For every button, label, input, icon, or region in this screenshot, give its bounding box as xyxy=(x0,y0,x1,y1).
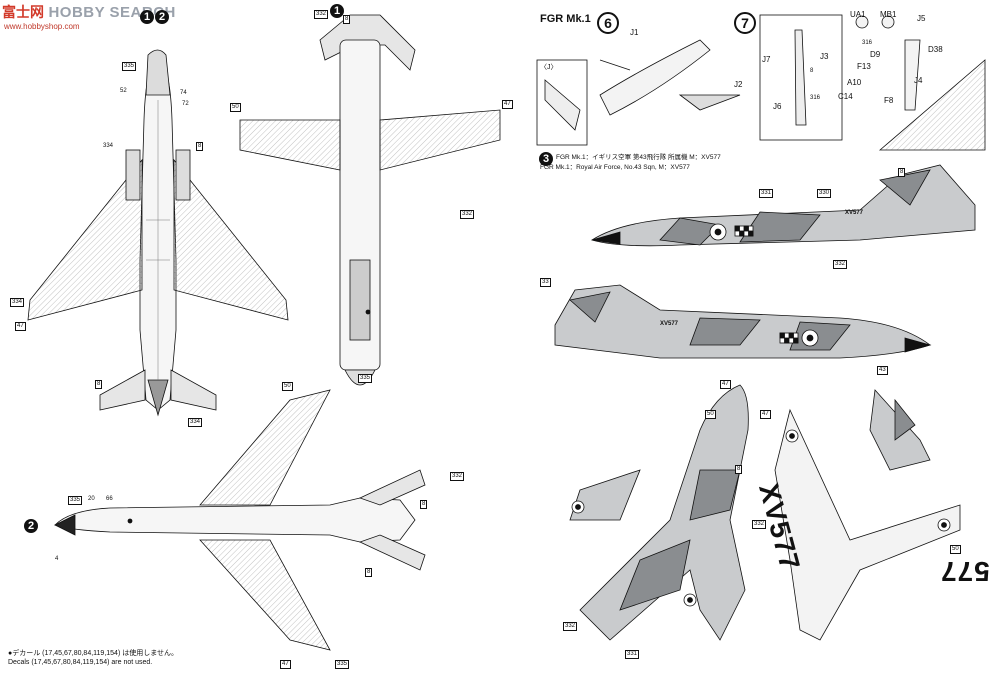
part-f13: F13 xyxy=(857,62,871,71)
callout: 335 xyxy=(358,374,373,383)
callout: 332 xyxy=(752,520,767,529)
callout: 47 xyxy=(720,380,731,389)
part-316: 316 xyxy=(810,95,821,101)
part-316a: 316 xyxy=(862,40,873,46)
callout: 8 xyxy=(95,380,103,389)
serial-side-2: XV577 xyxy=(660,321,679,327)
part-d38: D38 xyxy=(928,45,943,54)
part-ua1: UA1 xyxy=(850,10,866,19)
callout: 20 xyxy=(88,496,95,502)
callout: 74 xyxy=(180,90,187,96)
callout: 47 xyxy=(15,322,26,331)
step-1-marker-top: 1 xyxy=(330,4,344,18)
step-6-marker: 6 xyxy=(597,12,619,34)
callout: 330 xyxy=(817,189,832,198)
callout: 332 xyxy=(450,472,465,481)
plan-view-lower xyxy=(239,14,501,386)
part-c14: C14 xyxy=(838,92,853,101)
part-8: 8 xyxy=(810,68,814,74)
part-f8: F8 xyxy=(884,96,894,105)
plan-view-bottom-left xyxy=(54,389,426,651)
plan-view-upper xyxy=(27,49,289,417)
callout: 331 xyxy=(759,189,774,198)
callout: 332 xyxy=(314,10,329,19)
cockpit-detail xyxy=(855,15,986,151)
callout: 332 xyxy=(460,210,475,219)
part-j3: J3 xyxy=(820,52,829,61)
step-1-2-markers: 1 2 xyxy=(140,10,169,24)
watermark-url: www.hobbyshop.com xyxy=(4,22,80,31)
callout: 335 xyxy=(68,496,83,505)
part-j1: J1 xyxy=(630,28,639,37)
step-6-artwork xyxy=(599,39,741,116)
callout: 52 xyxy=(120,88,127,94)
step-7-artwork xyxy=(759,14,843,141)
callout: 50 xyxy=(282,382,293,391)
camo-plan-lower xyxy=(774,389,961,641)
part-a10: A10 xyxy=(847,78,862,87)
callout: 47 xyxy=(502,100,513,109)
callout: 8 xyxy=(343,15,351,24)
callout: 335 xyxy=(335,660,350,669)
callout: 8 xyxy=(365,568,373,577)
callout: 47 xyxy=(760,410,771,419)
callout: 334 xyxy=(10,298,25,307)
callout: 50 xyxy=(705,410,716,419)
step-1-marker: 1 xyxy=(140,10,154,24)
page-title: FGR Mk.1 xyxy=(540,13,591,25)
callout: 331 xyxy=(625,650,640,659)
part-j4: J4 xyxy=(914,76,923,85)
callout: 332 xyxy=(833,260,848,269)
decal-note-en: Decals (17,45,67,80,84,119,154) are not … xyxy=(8,659,153,666)
part-j7: J7 xyxy=(762,55,771,64)
detail-j-label: 〈J〉 xyxy=(540,64,558,71)
callout: 47 xyxy=(280,660,291,669)
callout: 50 xyxy=(950,545,961,554)
step-7-marker: 7 xyxy=(734,12,756,34)
callout: 50 xyxy=(230,103,241,112)
caption-jp: FGR Mk.1：イギリス空軍 第43飛行隊 所属機 M：XV577 xyxy=(556,154,721,161)
callout: 72 xyxy=(182,101,189,107)
callout: 8 xyxy=(898,168,906,177)
step-2-marker: 2 xyxy=(155,10,169,24)
part-d9: D9 xyxy=(870,50,881,59)
caption-en: FGR Mk.1：Royal Air Force, No.43 Sqn, M：X… xyxy=(540,164,690,171)
camo-plan-upper xyxy=(569,384,749,641)
callout: 66 xyxy=(106,496,113,502)
detail-j-box xyxy=(536,59,588,146)
watermark-cn: 富士网 xyxy=(2,5,44,21)
callout: 8 xyxy=(196,142,204,151)
part-j2: J2 xyxy=(734,80,743,89)
callout: 43 xyxy=(877,366,888,375)
part-mb1: MB1 xyxy=(880,10,897,19)
step-3-marker: 3 xyxy=(539,152,553,166)
decal-note-jp: ●デカール (17,45,67,80,84,119,154) は使用しません。 xyxy=(8,650,179,657)
serial-wing-2: XV577 xyxy=(940,556,990,587)
callout: 332 xyxy=(563,622,578,631)
step-2-marker-bottom: 2 xyxy=(24,519,38,533)
callout: 33 xyxy=(540,278,551,287)
callout: 334 xyxy=(103,143,114,149)
side-profile-1 xyxy=(591,164,976,247)
part-j6: J6 xyxy=(773,102,782,111)
callout: 335 xyxy=(122,62,137,71)
callout: 4 xyxy=(55,556,59,562)
part-j5: J5 xyxy=(917,14,926,23)
callout: 334 xyxy=(188,418,203,427)
side-profile-2 xyxy=(554,284,932,359)
serial-side-1: XV577 xyxy=(845,210,864,216)
callout: 8 xyxy=(420,500,428,509)
callout: 8 xyxy=(735,465,743,474)
